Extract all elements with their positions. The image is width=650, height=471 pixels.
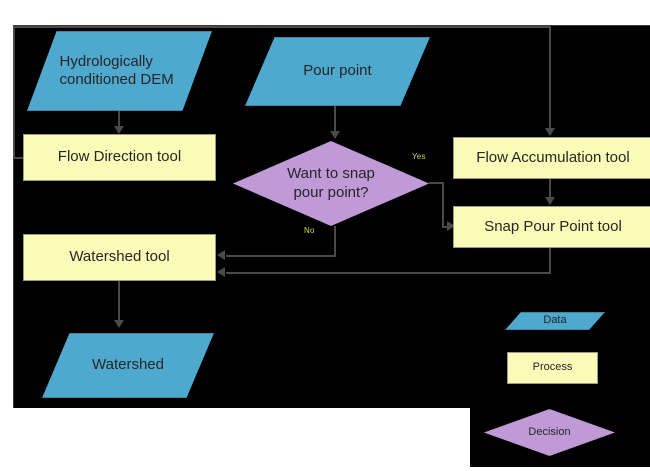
connector-flowaccumulation-to-snap bbox=[549, 179, 551, 197]
arrowhead-watershedtool-to-watershed bbox=[114, 320, 124, 328]
connector-flowdirection-left-stub bbox=[13, 157, 25, 159]
node-label: Hydrologically conditioned DEM bbox=[59, 52, 174, 88]
arrowhead-into-flowaccumulation bbox=[545, 128, 555, 136]
connector-snap-to-watershedtool bbox=[226, 272, 551, 274]
node-label: Flow Accumulation tool bbox=[476, 148, 630, 166]
node-snap-pour-point-tool[interactable]: Snap Pour Point tool bbox=[453, 206, 650, 248]
connector-dem-to-flowdirection bbox=[118, 111, 120, 127]
connector-no-horizontal bbox=[226, 255, 336, 257]
connector-yes-into-snap bbox=[442, 226, 448, 228]
node-flow-direction-tool[interactable]: Flow Direction tool bbox=[23, 134, 216, 181]
arrowhead-yes-into-snap bbox=[447, 221, 455, 231]
connector-yes-vertical bbox=[442, 182, 444, 226]
node-flow-accumulation-tool[interactable]: Flow Accumulation tool bbox=[453, 137, 650, 179]
arrowhead-no-into-watershedtool bbox=[217, 250, 225, 260]
legend-item-data: Data bbox=[505, 312, 605, 330]
legend-label-process: Process bbox=[532, 361, 573, 374]
node-hydrologically-conditioned-dem[interactable]: Hydrologically conditioned DEM bbox=[27, 31, 212, 111]
arrowhead-pourpoint-to-decision bbox=[330, 131, 340, 139]
connector-yes-horizontal bbox=[429, 182, 444, 184]
connector-pourpoint-to-decision bbox=[334, 106, 336, 132]
legend-label-decision: Decision bbox=[528, 425, 571, 438]
arrowhead-snap-into-watershedtool bbox=[217, 267, 225, 277]
node-watershed-tool[interactable]: Watershed tool bbox=[23, 234, 216, 281]
connector-top-rail-down-to-flowaccumulation bbox=[549, 26, 551, 129]
legend-label-data: Data bbox=[543, 314, 567, 327]
connector-no-vertical bbox=[334, 226, 336, 256]
arrowhead-flowaccumulation-to-snap bbox=[545, 197, 555, 205]
node-label: Pour point bbox=[303, 62, 372, 80]
edge-label-no: No bbox=[304, 226, 315, 235]
node-label: Want to snap pour point? bbox=[287, 165, 375, 201]
node-label: Flow Direction tool bbox=[57, 148, 182, 166]
connector-left-rail-vertical bbox=[13, 26, 15, 158]
node-watershed[interactable]: Watershed bbox=[42, 333, 214, 398]
node-label: Snap Pour Point tool bbox=[484, 217, 622, 235]
node-pour-point[interactable]: Pour point bbox=[245, 37, 430, 106]
connector-top-rail-horizontal bbox=[13, 26, 550, 28]
connector-snap-down bbox=[549, 248, 551, 274]
edge-label-yes: Yes bbox=[412, 152, 426, 161]
legend-item-process: Process bbox=[507, 352, 598, 384]
connector-watershedtool-to-watershed bbox=[118, 281, 120, 321]
arrowhead-dem-to-flowdirection bbox=[114, 126, 124, 134]
node-label: Watershed bbox=[92, 356, 164, 374]
node-label: Watershed tool bbox=[69, 248, 170, 266]
